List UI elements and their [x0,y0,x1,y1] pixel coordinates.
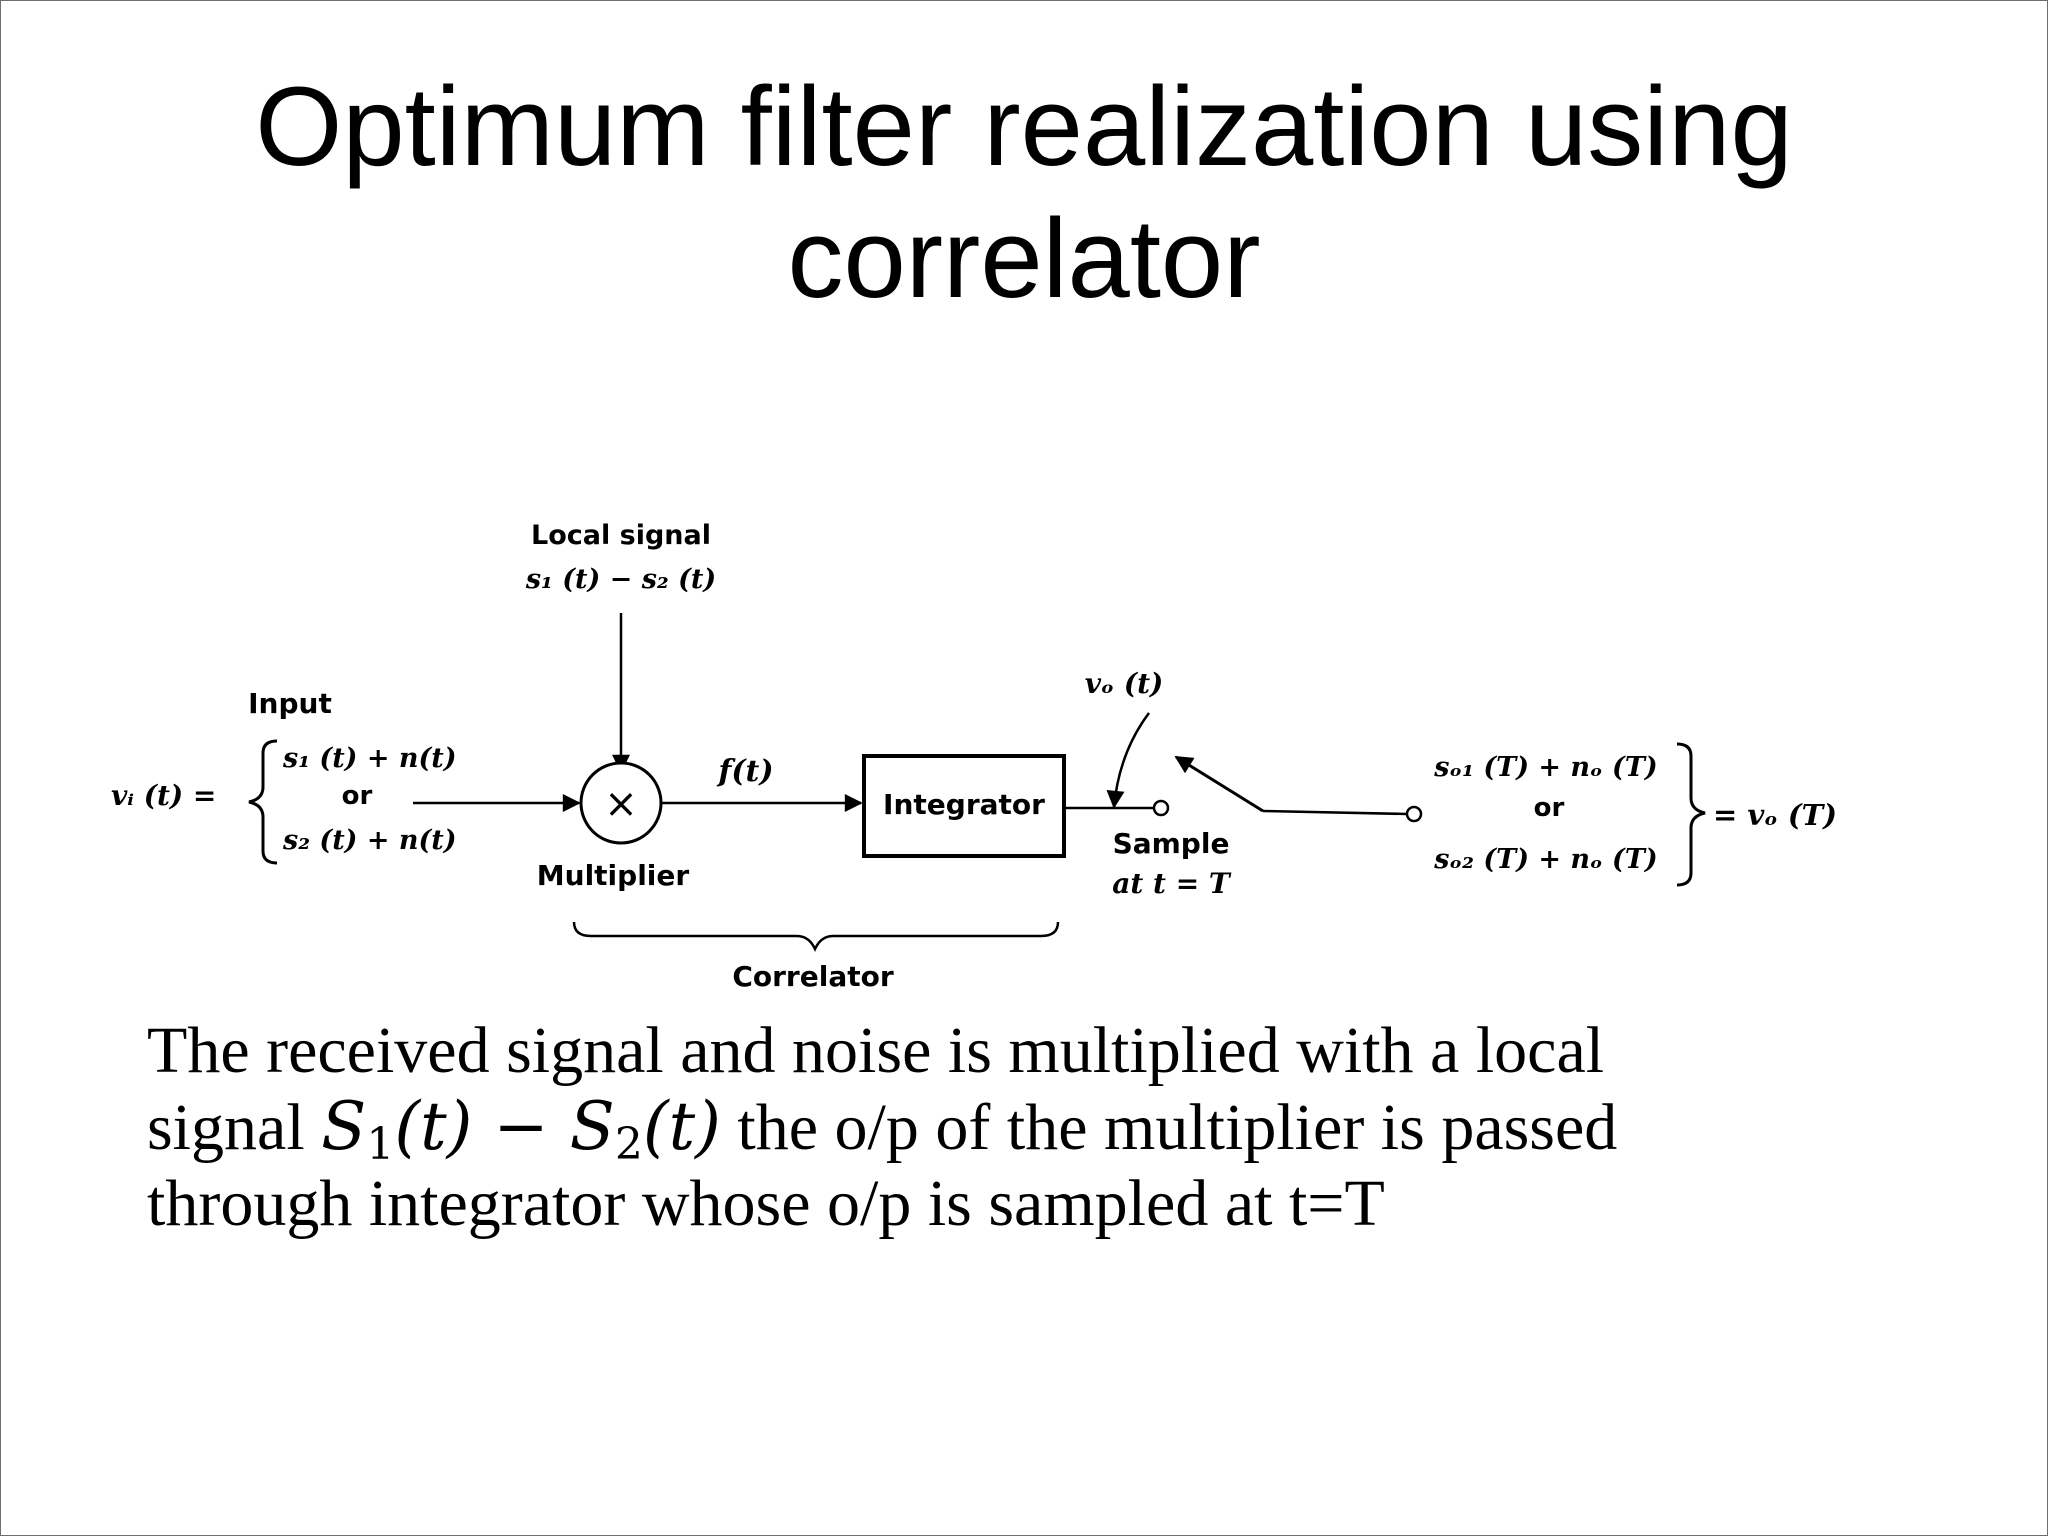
sample-label-line-1: Sample [1113,827,1230,860]
math-minus: − [472,1088,570,1165]
body-line-1: The received signal and noise is multipl… [147,1014,1605,1087]
math-s1-argument: (t) [394,1088,473,1165]
multiplier-label: Multiplier [537,859,690,892]
input-or: or [342,781,373,811]
local-signal-label: Local signal [531,520,711,551]
math-s2: S2(t) [569,1088,721,1167]
correlator-label: Correlator [732,960,894,993]
math-s2-symbol: S [569,1088,615,1165]
math-s2-argument: (t) [642,1088,721,1165]
vo-t-label: vₒ (t) [1085,667,1164,700]
output-or: or [1534,793,1565,823]
body-line-3: through integrator whose o/p is sampled … [147,1167,1385,1240]
vo-t-pointer [1106,712,1151,809]
sampler-terminal-right [1405,805,1423,823]
math-s1: S1(t) [321,1088,473,1167]
math-s2-subscript: 2 [614,1119,643,1170]
ft-label: f(t) [716,754,773,789]
input-brace [248,739,278,865]
correlator-block-diagram: Local signal s₁ (t) − s₂ (t) Input vᵢ (t… [111,520,1837,993]
vi-label: vᵢ (t) = [111,779,216,812]
title-line-2: correlator [787,196,1261,321]
title-line-1: Optimum filter realization using [255,64,1793,189]
body-line-2-prefix: signal [147,1091,322,1164]
output-case-1: sₒ₁ (T) + nₒ (T) [1433,752,1657,783]
integrator-label: Integrator [883,788,1045,821]
math-s1-subscript: 1 [366,1119,395,1170]
integrator-box [862,754,1066,858]
local-signal-expression: s₁ (t) − s₂ (t) [525,564,716,595]
output-brace [1676,742,1706,887]
input-label: Input [248,687,332,720]
correlator-brace [572,921,1060,952]
math-s1-symbol: S [321,1088,367,1165]
multiplier-symbol: × [604,781,638,827]
input-case-1: s₁ (t) + n(t) [282,743,457,774]
slide-title: Optimum filter realization using correla… [1,61,2047,325]
sampler-terminal-left [1152,799,1170,817]
input-case-2: s₂ (t) + n(t) [282,825,457,856]
switch-output-line [1262,809,1408,816]
body-line-2-suffix: the o/p of the multiplier is passed [720,1091,1618,1164]
switch-arm [1174,755,1264,813]
vo-T-label: = vₒ (T) [1713,798,1837,832]
sample-label-line-2: at t = T [1112,867,1232,900]
output-case-2: sₒ₂ (T) + nₒ (T) [1433,844,1657,875]
body-line-2: signal S1(t) − S2(t) the o/p of the mult… [147,1088,1947,1167]
body-paragraph: The received signal and noise is multipl… [147,1013,1947,1242]
